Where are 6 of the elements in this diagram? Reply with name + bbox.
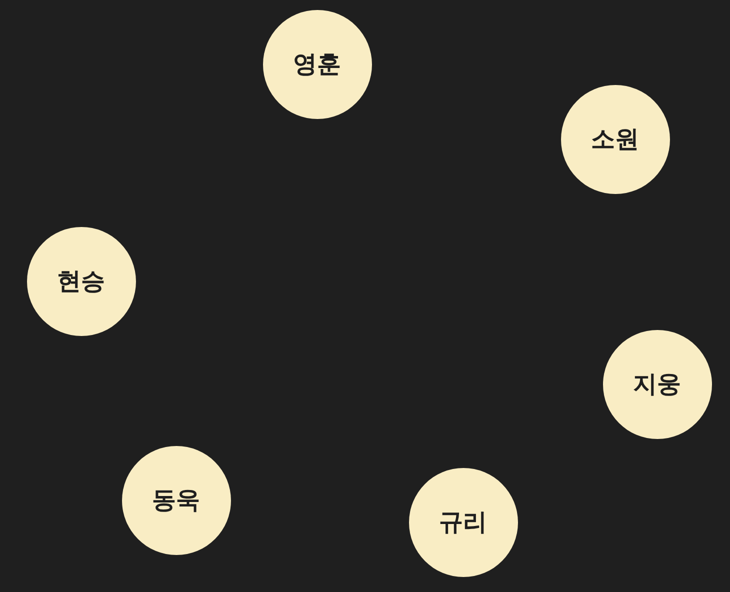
name-label: 소원 [591, 124, 639, 155]
name-label: 동욱 [152, 485, 200, 516]
name-label: 영훈 [293, 49, 341, 80]
name-label: 규리 [439, 507, 487, 538]
name-label: 현승 [57, 266, 105, 297]
name-label: 지웅 [633, 369, 681, 400]
